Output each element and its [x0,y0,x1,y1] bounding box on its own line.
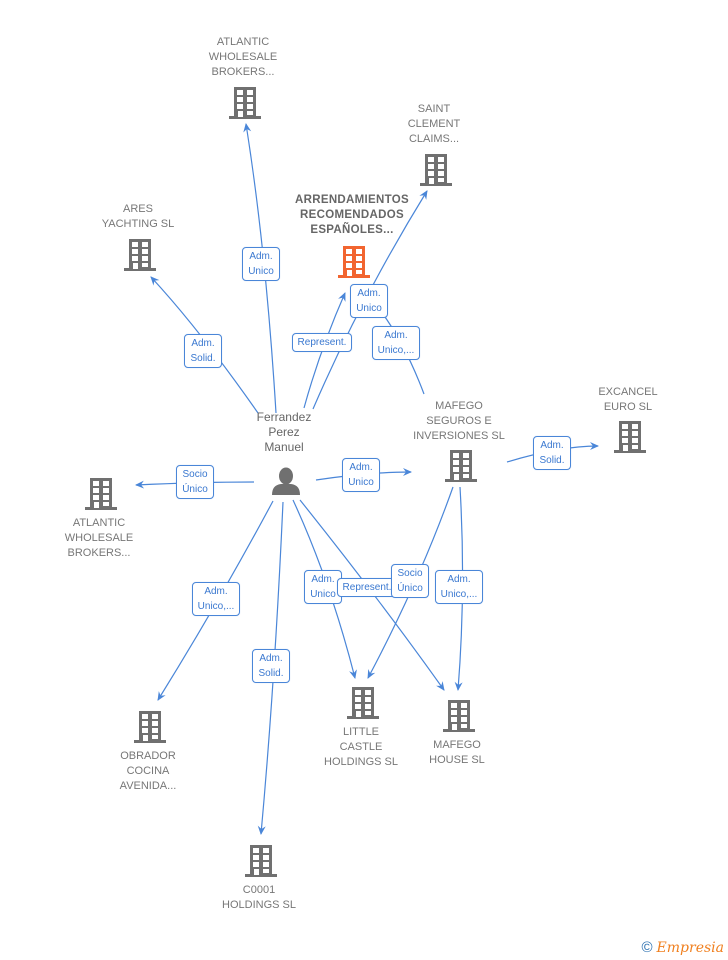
building-icon[interactable] [346,685,380,721]
person-name[interactable]: Ferrandez Perez Manuel [256,410,312,454]
company-name[interactable]: ARRENDAMIENTOS RECOMENDADOS ESPAÑOLES... [295,194,409,236]
company-name[interactable]: MAFEGO SEGUROS E INVERSIONES SL [413,400,505,442]
relation-label[interactable]: Socio Único [176,465,214,499]
building-icon[interactable] [337,244,371,280]
relation-label[interactable]: Adm. Unico,... [191,582,241,616]
relation-label[interactable]: Socio Único [391,564,429,598]
relation-label[interactable]: Adm. Solid. [184,334,222,368]
building-icon[interactable] [228,85,262,121]
company-name[interactable]: OBRADOR COCINA AVENIDA... [119,750,177,792]
copyright-icon: © [641,939,653,956]
building-icon[interactable] [244,843,278,879]
building-icon[interactable] [123,237,157,273]
person-icon[interactable] [271,466,301,496]
building-icon[interactable] [133,709,167,745]
building-icon[interactable] [84,476,118,512]
relation-label[interactable]: Adm. Unico,... [371,326,421,360]
building-icon[interactable] [444,448,478,484]
company-name[interactable]: C0001 HOLDINGS SL [222,884,296,911]
relation-label[interactable]: Adm. Unico [242,247,280,281]
relation-label[interactable]: Represent. [291,332,353,352]
relation-label[interactable]: Adm. Unico,... [434,570,484,604]
company-name[interactable]: ARES YACHTING SL [101,203,175,230]
relation-label[interactable]: Represent. [336,577,398,597]
company-name[interactable]: LITTLE CASTLE HOLDINGS SL [324,726,398,768]
company-name[interactable]: MAFEGO HOUSE SL [429,739,485,766]
company-name[interactable]: ATLANTIC WHOLESALE BROKERS... [208,36,278,78]
brand-logo[interactable]: Empresia [656,940,724,956]
relation-label[interactable]: Adm. Solid. [533,436,571,470]
building-icon[interactable] [613,419,647,455]
edge-ferrandez-to-mafego_house [299,499,445,691]
company-name[interactable]: SAINT CLEMENT CLAIMS... [407,103,461,145]
relation-label[interactable]: Adm. Solid. [252,649,290,683]
relation-label[interactable]: Adm. Unico [342,458,380,492]
company-name[interactable]: ATLANTIC WHOLESALE BROKERS... [64,517,134,559]
footer-brand: ©Empresia [641,939,724,956]
building-icon[interactable] [442,698,476,734]
company-name[interactable]: EXCANCEL EURO SL [598,386,658,413]
relation-label[interactable]: Adm. Unico [350,284,388,318]
building-icon[interactable] [419,152,453,188]
